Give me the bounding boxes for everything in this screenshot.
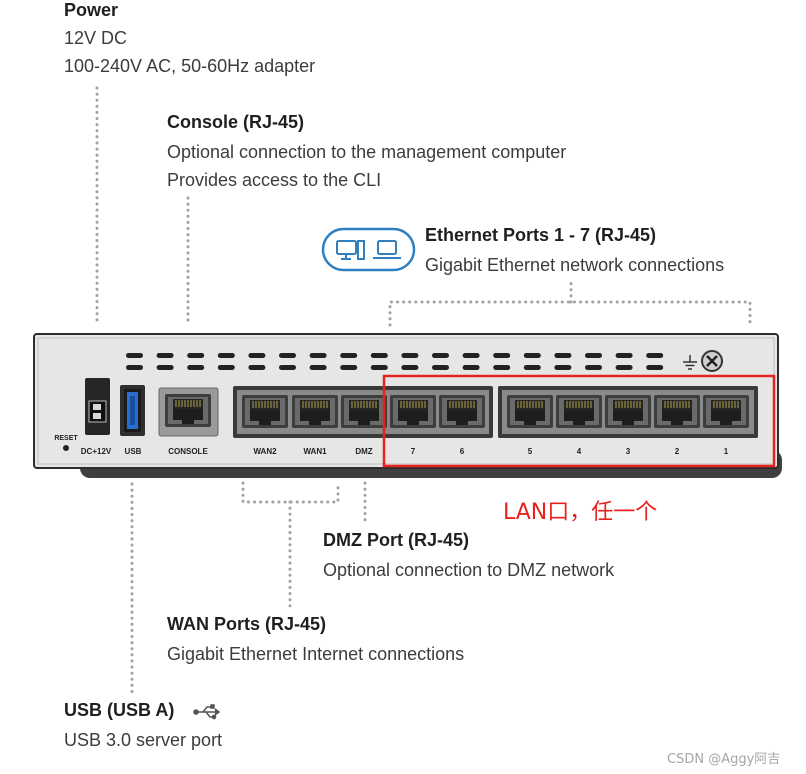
usb-line-1: USB 3.0 server port (64, 730, 223, 750)
vent-slot (370, 353, 388, 358)
power-title: Power (64, 0, 119, 20)
ethernet-port-wan1 (291, 394, 339, 429)
ethernet-port-1 (702, 394, 750, 429)
port-group-a (233, 386, 493, 438)
vent-slot (432, 365, 449, 370)
port-label-2: 2 (675, 447, 680, 456)
port-label-5: 5 (528, 447, 533, 456)
desktop-computer-icon (336, 240, 365, 260)
vent-slot (217, 353, 235, 358)
console-label: CONSOLE (168, 447, 208, 456)
dmz-callout: DMZ Port (RJ-45) Optional connection to … (323, 530, 614, 584)
vent-slot (554, 353, 572, 358)
port-label-wan1: WAN1 (303, 447, 327, 456)
port-label-4: 4 (577, 447, 582, 456)
port-label-3: 3 (626, 447, 631, 456)
vent-slot (432, 353, 449, 358)
vent-slot (646, 365, 664, 370)
vent-slot (462, 353, 480, 358)
laptop-icon (373, 240, 401, 259)
console-port (158, 387, 219, 437)
vent-slot (340, 353, 358, 358)
wan-callout: WAN Ports (RJ-45) Gigabit Ethernet Inter… (167, 614, 464, 668)
screw-icon (701, 350, 723, 372)
vent-slot (126, 365, 143, 370)
reset-button (63, 445, 69, 451)
vent-slot (309, 365, 327, 370)
vent-slot (187, 353, 205, 358)
dmz-line-1: Optional connection to DMZ network (323, 560, 615, 580)
vent-slot (156, 353, 174, 358)
vent-slot (187, 365, 205, 370)
reset-label: RESET (54, 435, 78, 442)
vent-slot (585, 365, 602, 370)
console-line-1: Optional connection to the management co… (167, 142, 567, 162)
vent-slot (493, 365, 511, 370)
vent-slot (279, 353, 296, 358)
usb-title: USB (USB A) (64, 700, 175, 720)
usb-symbol-icon (193, 704, 221, 720)
vent-slot (585, 353, 602, 358)
port-label-1: 1 (724, 447, 729, 456)
ethernet-port-dmz (340, 394, 388, 429)
power-line-2: 100-240V AC, 50-60Hz adapter (64, 56, 316, 76)
power-callout: Power 12V DC 100-240V AC, 50-60Hz adapte… (64, 0, 315, 80)
vent-slot (523, 353, 541, 358)
vent-slot (370, 365, 388, 370)
port-label-wan2: WAN2 (253, 447, 277, 456)
port-label-6: 6 (460, 447, 465, 456)
vent-slot (646, 353, 664, 358)
ethernet-callout: Ethernet Ports 1 - 7 (RJ-45) Gigabit Eth… (425, 225, 724, 279)
wan-leader-bracket (241, 481, 340, 504)
ethernet-port-5 (506, 394, 554, 429)
ethernet-title: Ethernet Ports 1 - 7 (RJ-45) (425, 225, 657, 245)
watermark: CSDN @Aggy阿吉 (667, 752, 781, 767)
vent-slot (217, 365, 235, 370)
vent-slot (401, 353, 419, 358)
usb-port (120, 385, 145, 436)
ethernet-port-3 (604, 394, 652, 429)
port-group-b (498, 386, 758, 438)
vent-slot (554, 365, 572, 370)
ethernet-line-1: Gigabit Ethernet network connections (425, 255, 725, 275)
vent-slot (462, 365, 480, 370)
port-label-7: 7 (411, 447, 416, 456)
dc-power-jack (85, 378, 110, 435)
ground-symbol-icon (683, 355, 697, 370)
ethernet-port-wan2 (241, 394, 289, 429)
dc-label: DC+12V (81, 447, 112, 456)
power-line-1: 12V DC (64, 28, 128, 48)
dmz-title: DMZ Port (RJ-45) (323, 530, 470, 550)
port-label-dmz: DMZ (355, 447, 372, 456)
vent-slot (523, 365, 541, 370)
vent-slot (279, 365, 296, 370)
wan-title: WAN Ports (RJ-45) (167, 614, 327, 634)
usb-label: USB (125, 447, 142, 456)
vent-slot (309, 353, 327, 358)
ethernet-leader-bracket (388, 300, 752, 327)
vent-slots (126, 353, 664, 370)
ethernet-port-6 (438, 394, 486, 429)
vent-slot (401, 365, 419, 370)
vent-slot (156, 365, 174, 370)
vent-slot (126, 353, 143, 358)
lan-annotation: LAN口，任一个 (503, 500, 658, 525)
vent-slot (615, 365, 633, 370)
console-callout: Console (RJ-45) Optional connection to t… (167, 112, 566, 194)
usb-callout: USB (USB A) USB 3.0 server port (64, 700, 222, 754)
vent-slot (248, 353, 266, 358)
ethernet-port-4 (555, 394, 603, 429)
ethernet-port-7 (389, 394, 437, 429)
ethernet-icons-badge (321, 227, 416, 272)
console-line-2: Provides access to the CLI (167, 170, 382, 190)
vent-slot (340, 365, 358, 370)
console-title: Console (RJ-45) (167, 112, 305, 132)
wan-line-1: Gigabit Ethernet Internet connections (167, 644, 465, 664)
lan-highlight-box (382, 374, 776, 468)
vent-slot (615, 353, 633, 358)
vent-slot (493, 353, 511, 358)
ethernet-port-2 (653, 394, 701, 429)
vent-slot (248, 365, 266, 370)
